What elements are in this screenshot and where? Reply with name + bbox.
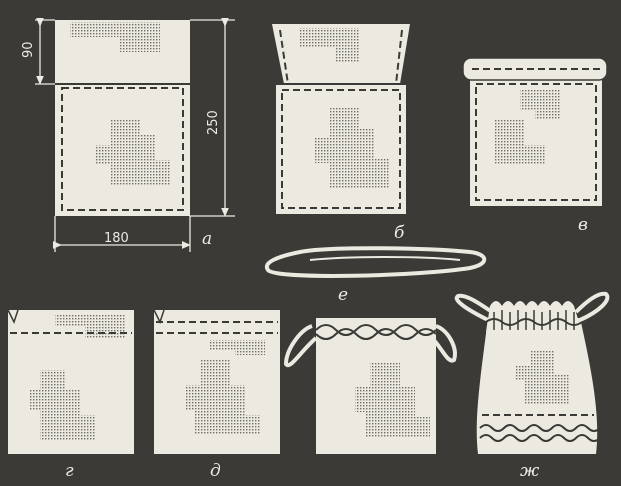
figure-e: е [264,246,487,305]
embroidery-pattern [300,28,360,63]
drawstring-cord [264,246,487,278]
figure-a: 90 250 180 а [21,17,235,252]
drawstring-loop [574,291,610,322]
decorative-border [479,434,601,442]
embroidery-pattern [495,120,545,165]
seam-line [395,29,403,85]
figure-d: д [153,309,280,481]
drawstring-channel [485,318,583,326]
drawstring-loop [283,324,318,368]
label-a: а [202,229,212,249]
drawstring-loop [430,324,457,363]
embroidery-pattern [210,340,265,355]
figure-threaded [283,318,457,454]
label-b: б [394,223,405,243]
dimension-180: 180 [104,231,129,246]
seam-line [279,29,289,85]
drawstring-loop [454,293,494,322]
seam-line [281,89,401,209]
decorative-border [479,424,601,432]
dimension-90: 90 [21,41,36,58]
gathered-cord [315,328,437,340]
drawstring-cord [309,256,461,261]
rolled-top-edge [462,57,608,81]
figure-b: б [272,24,410,243]
embroidery-pattern [70,22,160,52]
embroidery-pattern [515,350,580,405]
rolled-top [463,58,607,80]
embroidery-pattern [30,370,95,440]
embroidery-pattern [315,108,390,188]
label-g: г [65,461,74,481]
label-d: д [210,461,221,481]
gather-folds [493,310,575,330]
embroidery-pattern [520,90,560,120]
figure-g: г [7,309,134,481]
embroidery-pattern [185,360,260,435]
seam-line [61,87,184,211]
fold-corner [7,309,19,324]
label-zh: ж [520,461,540,481]
figure-v: в [462,57,608,235]
gathered-cord [315,324,437,336]
seam-line [475,83,597,201]
figure-zh: ж [454,291,610,481]
dimension-250: 250 [206,110,221,135]
label-e: е [338,285,348,305]
label-v: в [578,215,588,235]
embroidery-pattern [95,120,170,185]
embroidery-pattern [55,314,125,339]
embroidery-pattern [355,362,430,437]
